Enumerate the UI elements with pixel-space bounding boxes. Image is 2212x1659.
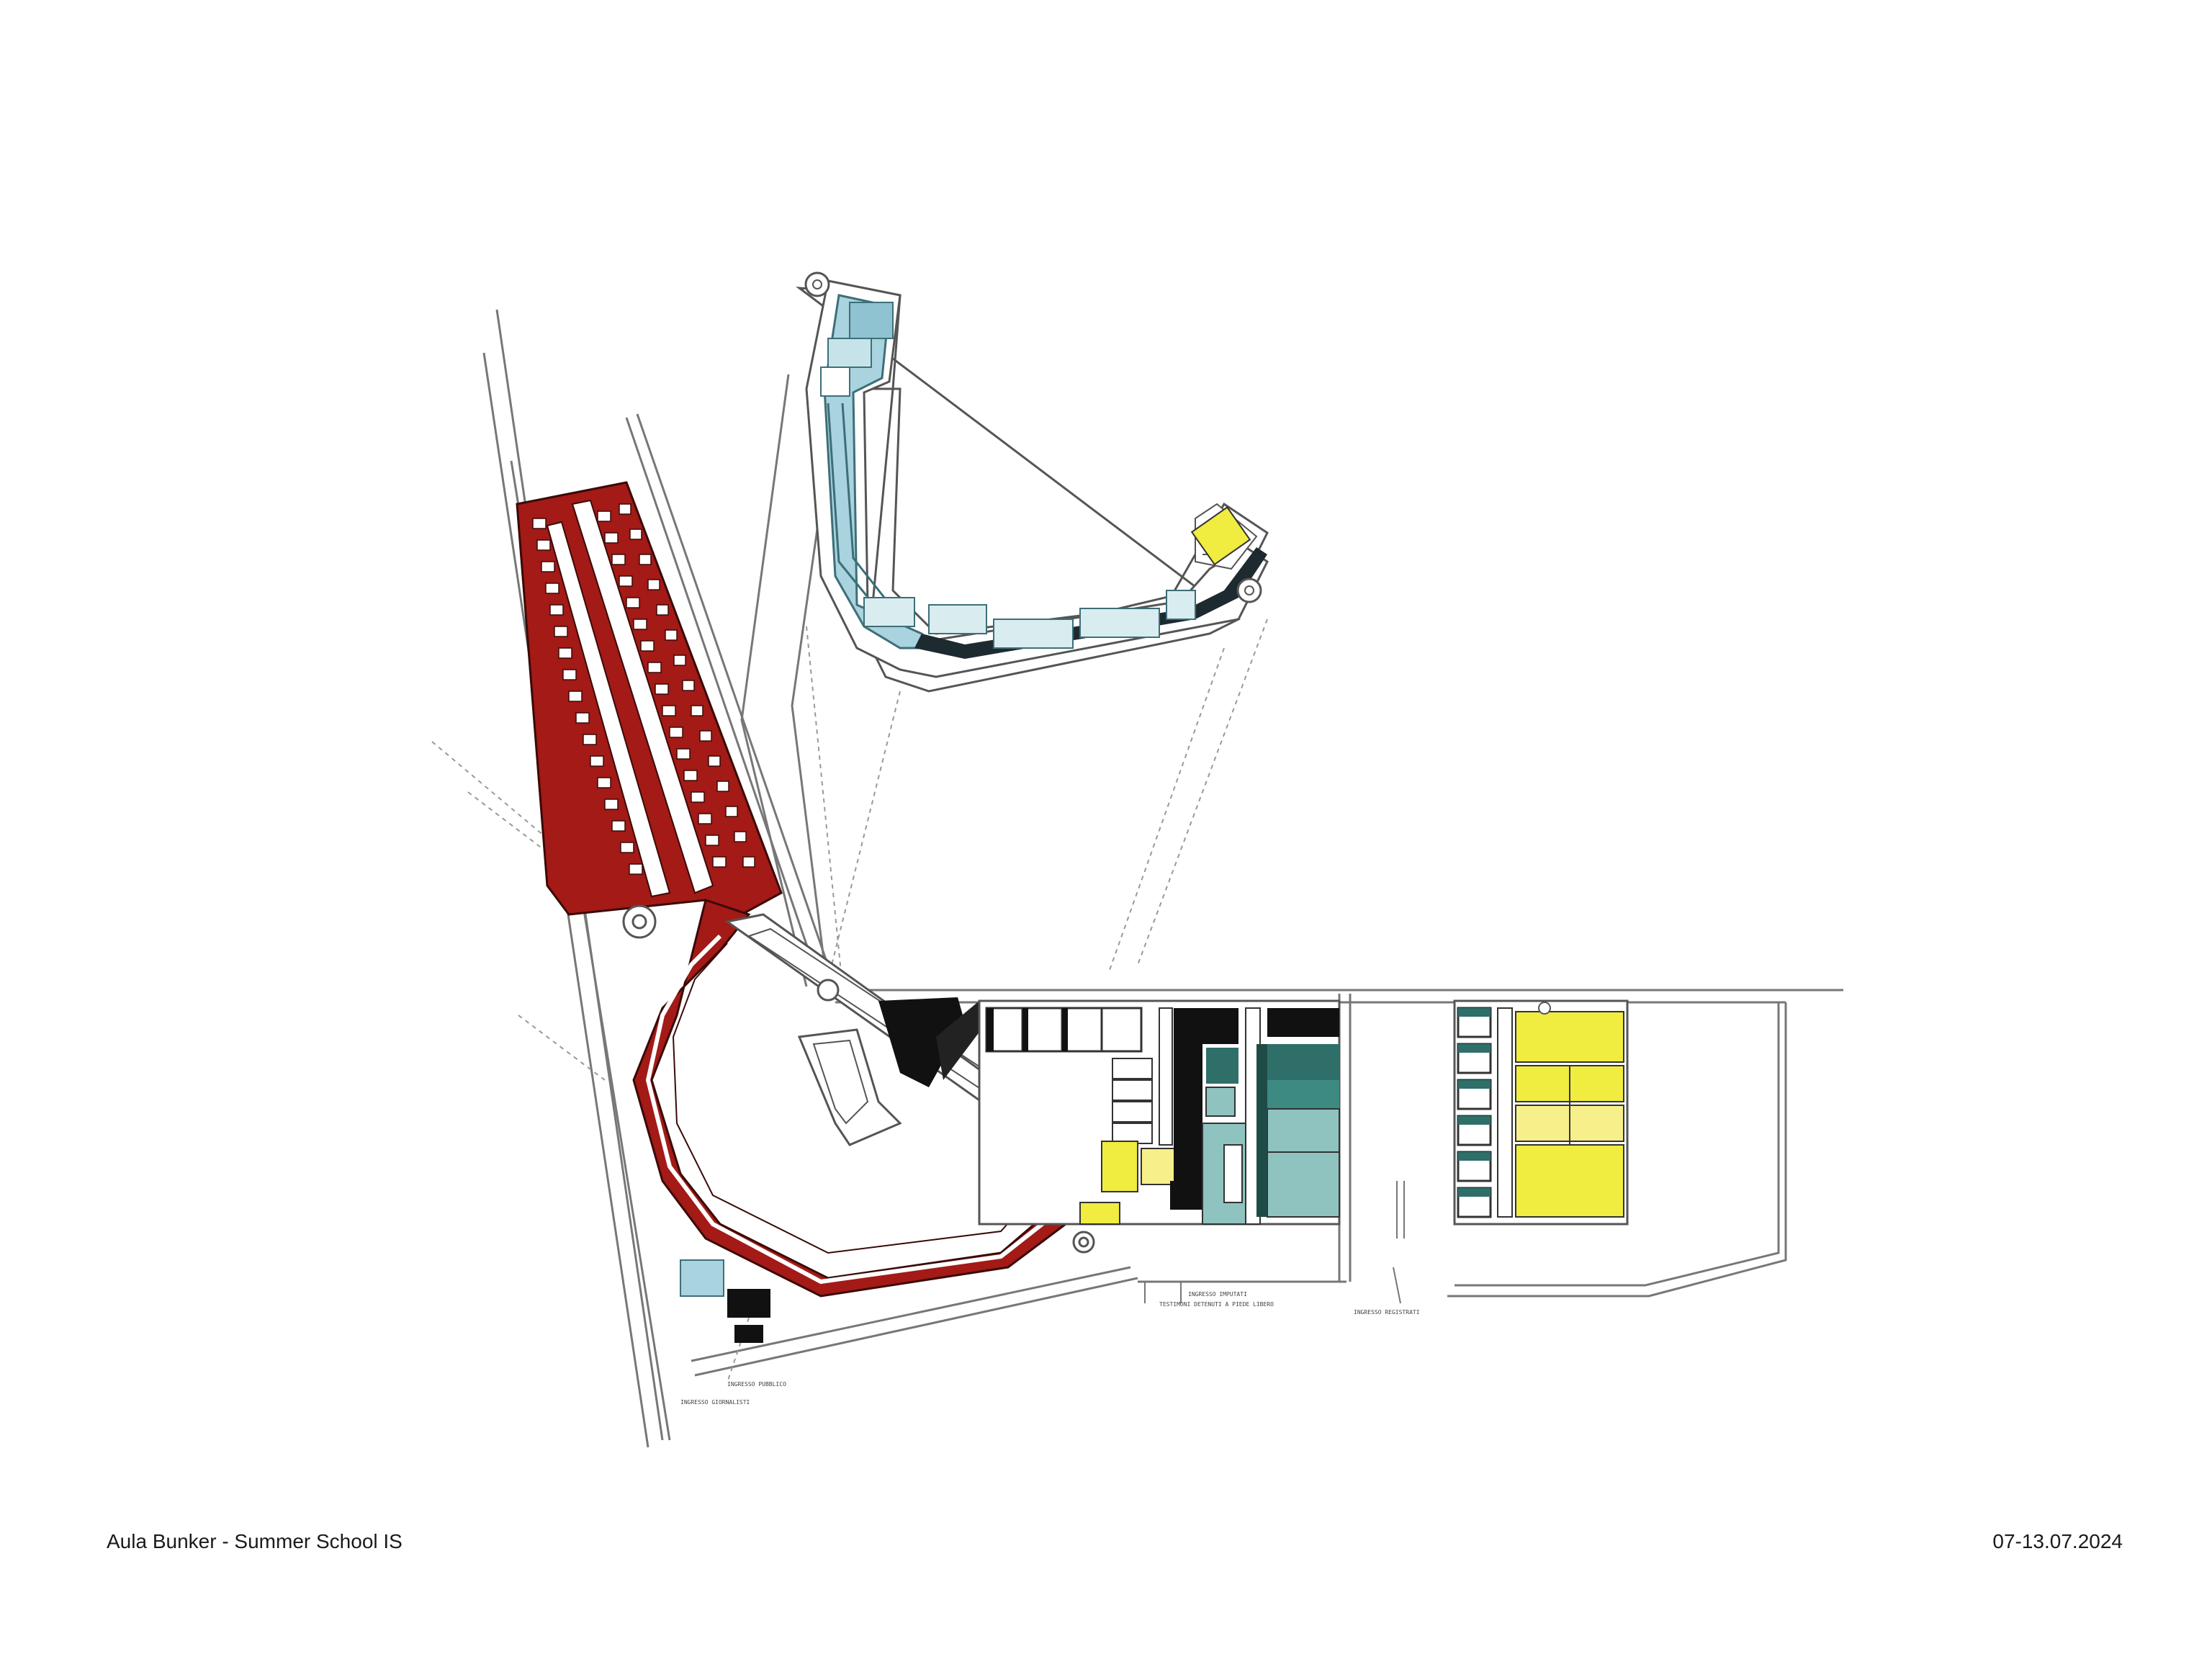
label-entrance-defendants: INGRESSO IMPUTATI	[1188, 1291, 1247, 1298]
west-cell-block	[516, 481, 783, 916]
plan-annotations: INGRESSO PUBBLICO INGRESSO GIORNALISTI I…	[680, 1291, 1420, 1406]
label-entrance-journalists: INGRESSO GIORNALISTI	[680, 1399, 750, 1406]
entrance-lines	[1144, 1181, 1405, 1304]
site-circles	[622, 904, 1095, 1254]
label-defendants-free: TESTIMONI DETENUTI A PIEDE LIBERO	[1159, 1301, 1274, 1308]
label-entrance-registrars: INGRESSO REGISTRATI	[1354, 1309, 1420, 1316]
label-entrance-public: INGRESSO PUBBLICO	[727, 1381, 786, 1388]
footer-date: 07-13.07.2024	[1992, 1530, 2123, 1552]
service-blocks	[978, 999, 1341, 1226]
east-block	[1453, 999, 1629, 1226]
north-wing	[796, 271, 1269, 693]
footer-caption: Aula Bunker - Summer School IS	[107, 1530, 403, 1552]
sw-blue-block	[680, 1259, 770, 1343]
